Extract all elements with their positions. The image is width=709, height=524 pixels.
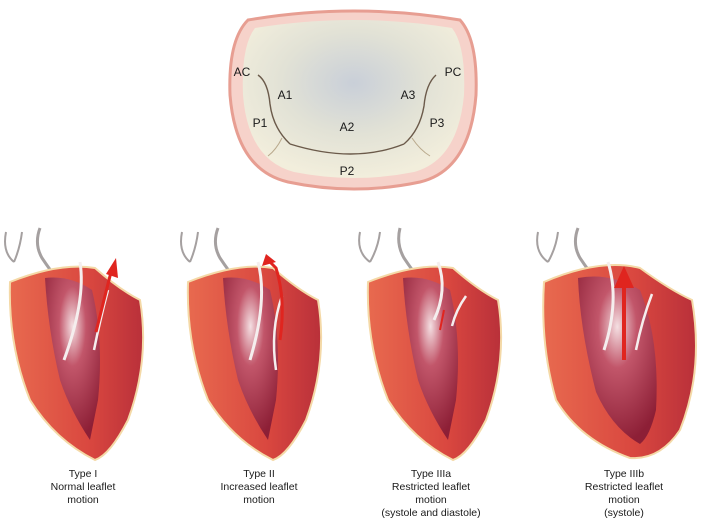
commissure-anterolateral <box>257 74 291 145</box>
restricted-leaflet-posterior <box>450 295 468 327</box>
scallop-divider-right <box>411 137 431 157</box>
heart-type-iiia <box>358 227 503 462</box>
heart-type-iiib <box>536 227 697 460</box>
heart-type-i <box>4 227 145 462</box>
blood-flow-arrow <box>439 309 445 331</box>
aorta-vessel <box>4 231 23 263</box>
blood-flow-arrowhead <box>106 258 118 278</box>
label-p1: P1 <box>252 116 268 130</box>
caption-line: motion <box>608 494 640 506</box>
caption-line: motion <box>415 494 447 506</box>
aorta-vessel <box>358 231 381 263</box>
blood-flow-arrowhead <box>262 254 276 266</box>
blood-flow-arrow <box>268 260 284 341</box>
caption-type-ii: Type II Increased leaflet motion <box>174 468 344 507</box>
lv-cavity <box>45 277 100 440</box>
caption-line: Normal leaflet <box>50 481 116 493</box>
mitral-leaflet <box>248 261 264 361</box>
coaptation-line <box>289 143 405 155</box>
label-a3: A3 <box>400 88 416 102</box>
prolapsing-leaflet <box>272 295 284 371</box>
mitral-leaflet <box>62 261 83 361</box>
caption-line: Type IIIa <box>410 468 452 480</box>
mitral-valve <box>228 9 478 191</box>
caption-line: Restricted leaflet <box>584 481 664 493</box>
caption-type-iiib: Type IIIb Restricted leaflet motion (sys… <box>539 468 709 520</box>
aorta-vessel <box>180 231 199 263</box>
label-p2: P2 <box>339 164 355 178</box>
label-ac: AC <box>233 65 251 79</box>
label-pc: PC <box>444 65 462 79</box>
heart-type-ii <box>180 227 323 462</box>
caption-line: motion <box>67 494 99 506</box>
restricted-leaflet-posterior <box>634 293 654 351</box>
caption-line: Increased leaflet <box>220 481 298 493</box>
restricted-leaflet <box>602 261 615 351</box>
caption-line: Type IIIb <box>603 468 645 480</box>
scallop-divider-left <box>267 137 283 157</box>
caption-line: Restricted leaflet <box>391 481 471 493</box>
caption-line: (systole and diastole) <box>381 507 481 519</box>
label-a2: A2 <box>339 120 355 134</box>
commissure-posteromedial <box>403 74 437 145</box>
caption-line: (systole) <box>604 507 644 519</box>
lv-cavity <box>578 276 657 444</box>
blood-flow-arrowhead <box>614 266 634 288</box>
label-p3: P3 <box>429 116 445 130</box>
aorta-vessel <box>536 231 559 263</box>
label-a1: A1 <box>277 88 293 102</box>
caption-type-i: Type I Normal leaflet motion <box>0 468 168 507</box>
blood-flow-arrow <box>94 267 114 333</box>
caption-line: motion <box>243 494 275 506</box>
caption-line: Type II <box>243 468 275 480</box>
caption-type-iiia: Type IIIa Restricted leaflet motion (sys… <box>346 468 516 520</box>
restricted-leaflet <box>432 261 444 321</box>
caption-line: Type I <box>68 468 98 480</box>
lv-cavity <box>403 277 458 440</box>
